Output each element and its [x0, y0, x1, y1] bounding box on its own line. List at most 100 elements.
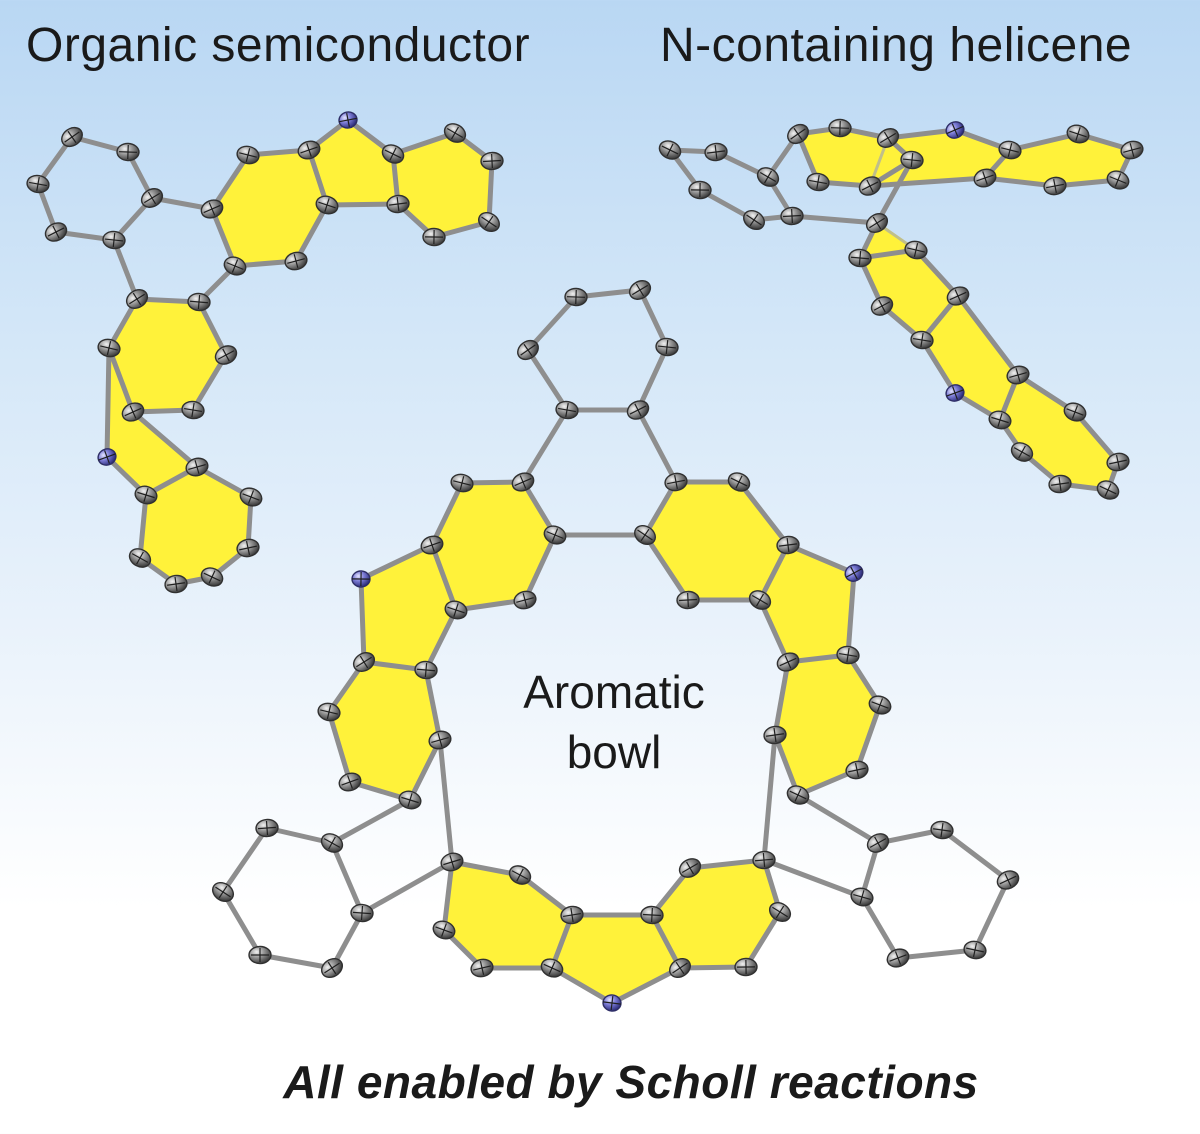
carbon-atom — [752, 850, 776, 870]
carbon-atom — [381, 144, 405, 164]
bond — [939, 827, 1011, 883]
carbon-atom — [676, 590, 700, 610]
bond — [772, 732, 801, 798]
aromatic-ring-fills — [105, 118, 1135, 1005]
nitrogen-atom — [351, 570, 371, 588]
carbon-atom — [1120, 140, 1144, 160]
bond — [486, 158, 495, 225]
bond — [649, 912, 683, 971]
bond — [329, 797, 413, 846]
carbon-atom — [1066, 124, 1090, 144]
bond — [525, 347, 570, 413]
carbon-atom — [555, 400, 579, 420]
bond — [955, 293, 1021, 378]
bond — [525, 294, 579, 353]
carbon-atom — [440, 852, 464, 872]
carbon-atom — [768, 902, 792, 922]
carbon-atom — [352, 652, 376, 672]
carbon-atom — [678, 858, 702, 878]
molecule-n-containing-helicene-atoms — [658, 118, 1144, 500]
carbon-atom — [845, 760, 869, 780]
carbon-atom — [480, 151, 504, 171]
carbon-atom — [350, 903, 374, 923]
carbon-atom — [214, 345, 238, 365]
nitrogen-atom — [844, 564, 864, 582]
carbon-atom — [1063, 402, 1087, 422]
carbon-atom — [1048, 474, 1072, 494]
carbon-atom — [121, 402, 145, 422]
bond — [736, 479, 791, 548]
carbon-atom — [850, 887, 874, 907]
carbon-atom — [1043, 176, 1067, 196]
carbon-atom — [996, 870, 1020, 890]
carbon-atom — [140, 188, 164, 208]
bond — [637, 287, 670, 350]
bond — [209, 206, 238, 269]
carbon-atom — [727, 472, 751, 492]
carbon-atom — [414, 660, 438, 680]
carbon-atom — [223, 256, 247, 276]
carbon-atom — [734, 957, 758, 977]
bond — [972, 877, 1011, 953]
carbon-atom — [886, 948, 910, 968]
carbon-atom — [422, 227, 446, 247]
bond — [761, 857, 865, 900]
bond — [635, 344, 670, 413]
carbon-atom — [102, 230, 126, 250]
label-aromatic-bowl: Aromatic bowl — [523, 666, 705, 778]
bond — [220, 825, 270, 895]
carbon-atom — [756, 167, 780, 187]
carbon-atom — [297, 140, 321, 160]
carbon-atom — [658, 140, 682, 160]
bond — [919, 337, 958, 396]
bond — [757, 542, 791, 603]
bond — [326, 709, 353, 785]
carbon-atom — [626, 400, 650, 420]
nitrogen-atom — [338, 111, 358, 129]
bond — [874, 157, 915, 226]
carbon-atom — [540, 958, 564, 978]
carbon-atom — [338, 772, 362, 792]
carbon-atom — [806, 172, 830, 192]
carbon-atom — [200, 567, 224, 587]
bond — [885, 127, 958, 141]
bond — [429, 480, 465, 548]
carbon-atom — [236, 538, 260, 558]
carbon-atom — [786, 785, 810, 805]
carbon-atom — [946, 286, 970, 306]
carbon-atom — [865, 213, 889, 233]
carbon-atom — [450, 473, 474, 493]
carbon-atom — [963, 940, 987, 960]
carbon-atom — [560, 905, 584, 925]
carbon-atom — [200, 199, 224, 219]
title-n-containing-helicene: N-containing helicene — [660, 19, 1133, 72]
carbon-atom — [420, 535, 444, 555]
bond — [111, 237, 140, 302]
carbon-atom — [776, 652, 800, 672]
carbon-atom — [564, 287, 588, 307]
carbon-atom — [1106, 452, 1130, 472]
caption-scholl-reactions: All enabled by Scholl reactions — [283, 1056, 979, 1108]
carbon-atom — [44, 222, 68, 242]
carbon-atom — [128, 548, 152, 568]
bond — [423, 607, 459, 673]
bond — [522, 532, 558, 603]
bond — [196, 299, 229, 358]
carbon-atom — [780, 206, 804, 226]
bond — [687, 857, 767, 871]
carbon-atom — [868, 695, 892, 715]
carbon-atom — [317, 702, 341, 722]
bond — [795, 792, 881, 846]
carbon-atom — [543, 525, 567, 545]
carbon-atom — [1096, 480, 1120, 500]
bond — [209, 152, 251, 212]
carbon-atom — [26, 174, 50, 194]
carbon-atom — [443, 123, 467, 143]
carbon-atom — [828, 118, 852, 138]
bond — [895, 947, 978, 961]
bond — [257, 952, 335, 971]
bond — [609, 965, 683, 1006]
carbon-atom — [444, 600, 468, 620]
carbon-atom — [284, 251, 308, 271]
